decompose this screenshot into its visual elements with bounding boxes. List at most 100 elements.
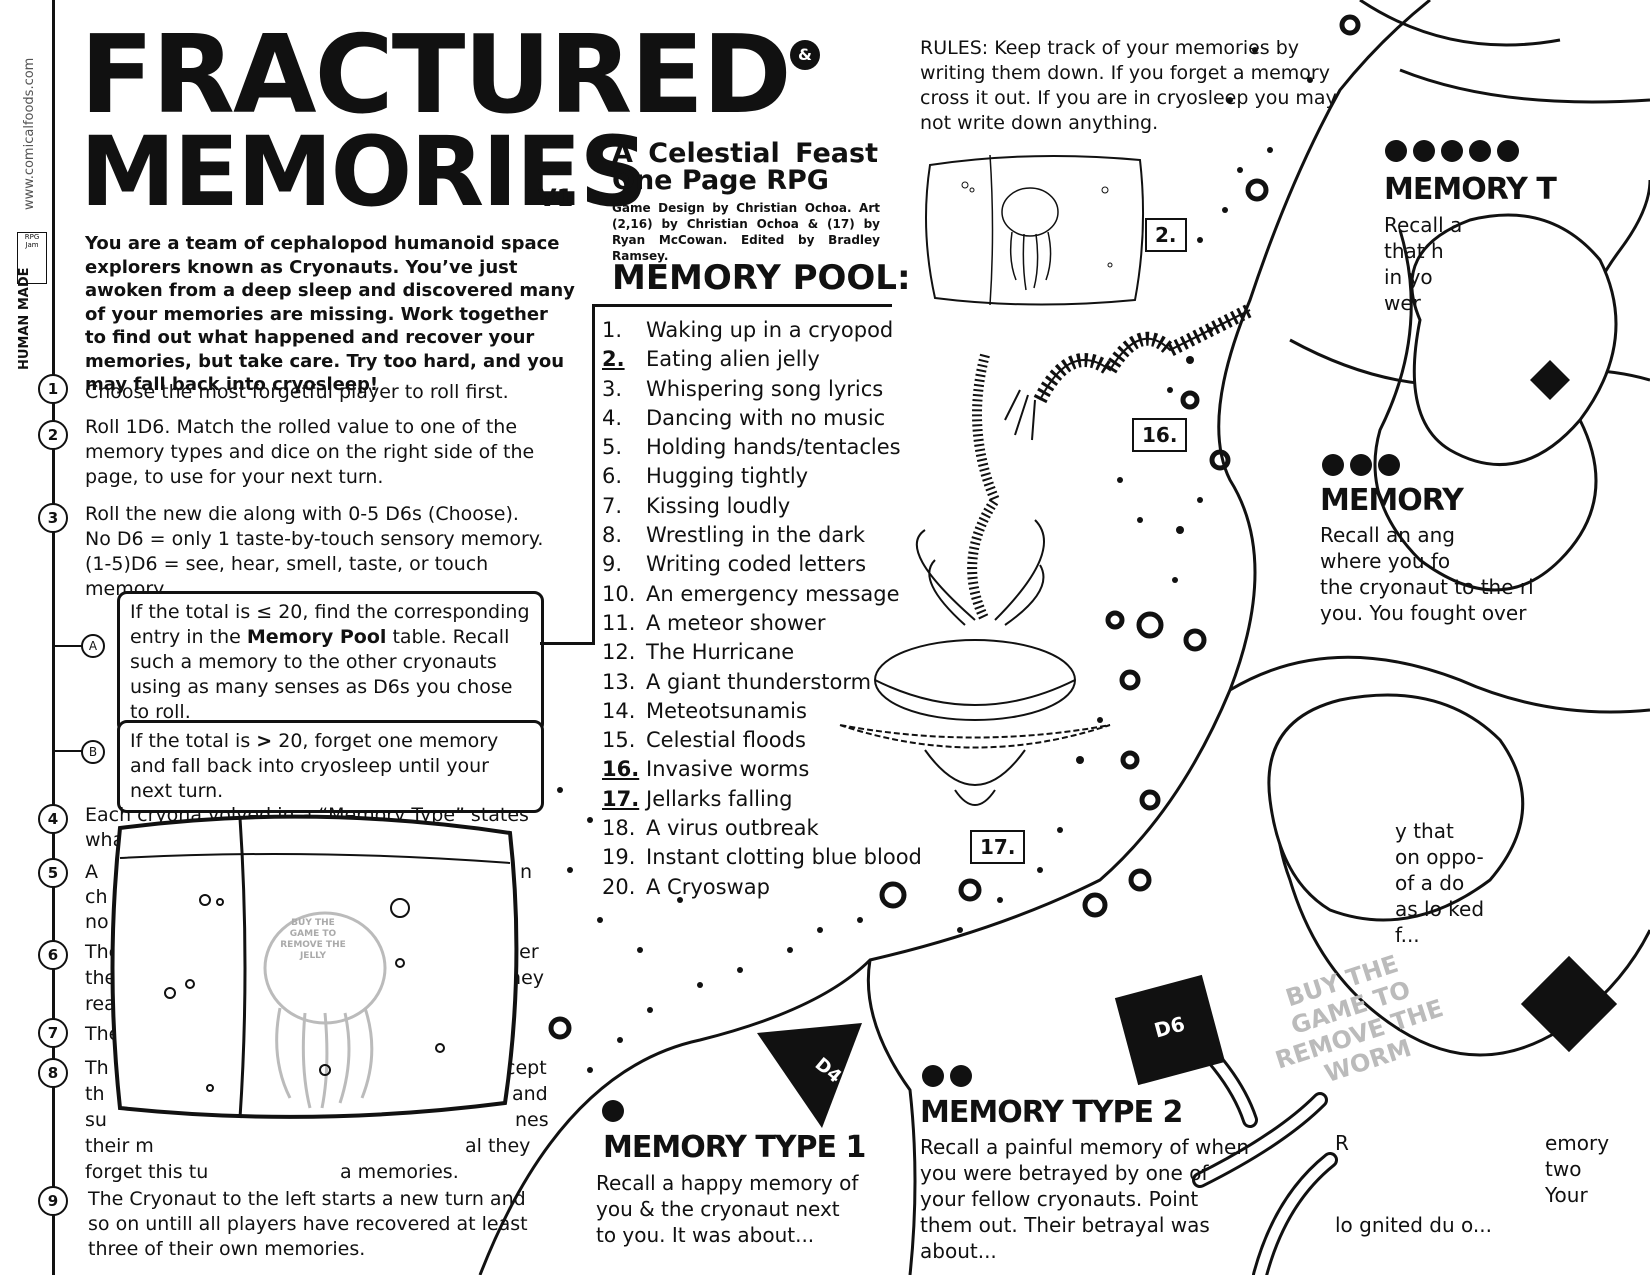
memory-dots-mid <box>1322 454 1406 480</box>
memory-pool-item-text: An emergency message <box>646 581 900 606</box>
memory-pool-item-number: 1. <box>602 318 623 342</box>
step-8-f: a memories. <box>340 1161 459 1183</box>
memory-pool-item-text: Wrestling in the dark <box>646 523 866 548</box>
step-9-text: The Cryonaut to the left starts a new tu… <box>88 1188 528 1260</box>
memory-pool-item: 19. Instant clotting blue blood <box>602 843 922 872</box>
memory-pool-connector <box>540 642 595 645</box>
memory-pool-item: 1. Waking up in a cryopod <box>602 316 922 345</box>
memory-pool-item-number: 12. <box>602 640 636 665</box>
memory-pool-item: 3.Whispering song lyrics <box>602 375 922 404</box>
step-3-badge: 3 <box>38 503 68 533</box>
memory-pool-item-number: 19. <box>602 845 636 870</box>
step-8-g: cept <box>505 1057 547 1079</box>
memory-pool-item-number: 6. <box>602 464 623 489</box>
creature-illustration-bottom <box>1267 693 1525 922</box>
step-8-d: their m <box>85 1135 154 1157</box>
memory-pool-item-number: 4. <box>602 405 623 430</box>
memory-pool-item: 15. Celestial floods <box>602 726 922 755</box>
step-a-badge: A <box>81 634 105 658</box>
memory-pool-item-text: Instant clotting blue blood <box>646 845 922 870</box>
step-8-badge: 8 <box>38 1058 68 1088</box>
memory-pool-item-number: 9. <box>602 552 623 577</box>
memory-pool-item-text: Dancing with no music <box>646 405 886 430</box>
step-b-box: If the total is > 20, forget one memory … <box>117 720 544 813</box>
d4-die-icon: D4 <box>757 1023 862 1128</box>
step-a-box: If the total is ≤ 20, find the correspon… <box>117 591 544 734</box>
memory-pool-item-text: Kissing loudly <box>646 493 791 518</box>
memory-pool-item-number: 8. <box>602 523 623 548</box>
memory-pool-item-number: 13. <box>602 669 636 694</box>
memory-pool-item: 17.Jellarks falling <box>602 785 922 814</box>
memory-pool-item-number: 16. <box>602 757 640 782</box>
memory-pool-item-text: Hugging tightly <box>646 464 809 489</box>
memory-pool-item-text: Meteotsunamis <box>646 698 807 723</box>
memory-pool-item-text: Whispering song lyrics <box>646 376 884 401</box>
step-5-badge: 5 <box>38 858 68 888</box>
step-6-b: the <box>85 967 117 989</box>
memory-pool-item: 9.Writing coded letters <box>602 550 922 579</box>
jam-badge: RPG Jam <box>17 232 47 284</box>
title-fractured: FRACTURED <box>80 13 792 138</box>
jelly-cube-illustration <box>110 814 519 1119</box>
memory-pool-item-text: Eating alien jelly <box>646 347 820 372</box>
step-3-text: Roll the new die along with 0-5 D6s (Cho… <box>85 503 544 600</box>
step-8-i: nes <box>515 1109 549 1131</box>
memory-type-1-text: Recall a happy memory of you & the cryon… <box>596 1171 859 1247</box>
jellark-illustration <box>839 353 1111 806</box>
memory-pool-item-text: Waking up in a cryopod <box>646 318 894 342</box>
branch-b-line <box>54 750 82 752</box>
memory-pool-item-number: 17. <box>602 786 640 811</box>
art-label-16: 16. <box>1132 418 1188 452</box>
memory-pool-item: 6. Hugging tightly <box>602 462 922 491</box>
memory-pool-rule <box>592 304 892 307</box>
memory-pool-item-number: 2. <box>602 347 625 372</box>
memory-pool-item: 18. A virus outbreak <box>602 814 922 843</box>
memory-pool-item-text: The Hurricane <box>646 640 795 665</box>
memory-pool-item-text: Invasive worms <box>646 757 810 782</box>
memory-pool-vrule <box>592 304 595 644</box>
credits: Game Design by Christian Ochoa. Art (2,1… <box>612 201 880 263</box>
step-8-c: su <box>85 1109 107 1131</box>
memory-pool-item-text: A virus outbreak <box>646 816 819 841</box>
memory-pool-item: 2. Eating alien jelly <box>602 345 922 374</box>
step-7-badge: 7 <box>38 1018 68 1048</box>
memory-pool-item-number: 7. <box>602 493 623 518</box>
step-6-c: rea <box>85 993 116 1015</box>
memory-pool-item-text: Celestial floods <box>646 728 806 753</box>
rules-text: RULES: Keep track of your memories by wr… <box>920 37 1337 134</box>
memory-pool-item-number: 5. <box>602 435 623 460</box>
memory-pool-title: MEMORY POOL: <box>612 258 911 298</box>
memory-pool-list: 1. Waking up in a cryopod 2. Eating alien j… <box>602 316 922 902</box>
memory-pool-item-number: 18. <box>602 816 636 841</box>
jelly-cube-small-illustration <box>925 154 1145 306</box>
step-8-b: th <box>85 1083 105 1105</box>
memory-type-bottom-text-c: lo gnited du o... <box>1335 1213 1492 1237</box>
memory-pool-item: 20.A Cryoswap <box>602 873 922 902</box>
memory-pool-item-text: Jellarks falling <box>646 786 793 811</box>
memory-pool-item: 7. Kissing loudly <box>602 492 922 521</box>
step-8-h: and <box>512 1083 548 1105</box>
version-label: V1 <box>538 184 574 212</box>
memory-pool-item-number: 15. <box>602 728 636 753</box>
step-6-badge: 6 <box>38 940 68 970</box>
step-b-badge: B <box>81 740 105 764</box>
step-5-a: A <box>85 861 98 883</box>
step-8-a: Th <box>85 1057 109 1079</box>
title-memories: MEMORIES <box>80 116 649 228</box>
step-1-badge: 1 <box>38 374 68 404</box>
step-7-text: The <box>85 1023 121 1045</box>
memory-type-2-text: Recall a painful memory of when you were… <box>920 1135 1250 1263</box>
step-8-j: al they <box>465 1135 531 1157</box>
ampersand-logo-icon: & <box>790 40 820 70</box>
step-5-b: ch <box>85 886 108 908</box>
memory-pool-item: 16.Invasive worms <box>602 755 922 784</box>
memory-type-top-title: MEMORY T <box>1384 172 1557 207</box>
art-label-17: 17. <box>970 830 1026 864</box>
memory-dots-top <box>1385 140 1525 166</box>
memory-pool-item: 8. Wrestling in the dark <box>602 521 922 550</box>
memory-type-2-title: MEMORY TYPE 2 <box>920 1095 1183 1130</box>
jelly-watermark: BUY THE GAME TO REMOVE THE JELLY <box>280 918 346 961</box>
